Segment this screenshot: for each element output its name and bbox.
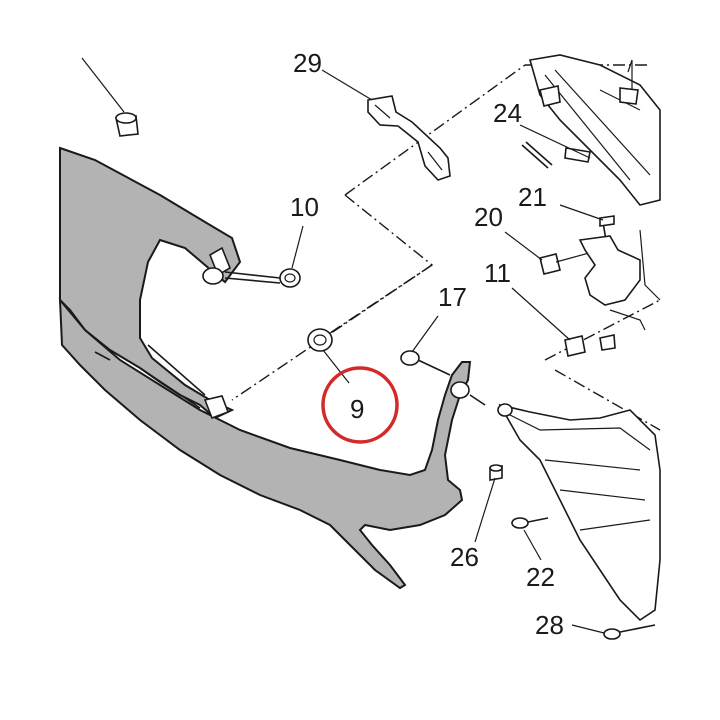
leader-lines [81,57,633,634]
part-28-screw [603,624,656,640]
part-9-grommet [307,328,333,352]
part-21-20-11-assembly [539,215,661,357]
part-22-screw [511,517,549,529]
part-26-grommet [489,464,503,481]
callout-labels: 29 24 21 20 11 10 17 9 26 22 28 [290,48,564,640]
lower-right-panel [497,403,661,622]
callout-26: 26 [450,542,479,572]
callout-24: 24 [493,98,522,128]
part-24 [521,141,591,169]
callout-22: 22 [526,562,555,592]
part-17-screw [400,350,451,376]
callout-21: 21 [518,182,547,212]
callout-17: 17 [438,282,467,312]
hook-grommet [450,381,486,406]
callout-28: 28 [535,610,564,640]
part-10-grommet [224,268,301,288]
callout-10: 10 [290,192,319,222]
frame-structure [528,54,661,206]
callout-20: 20 [474,202,503,232]
part-29-bracket [367,95,451,181]
side-fairing-panel [58,146,472,590]
callout-9: 9 [350,394,364,424]
assembly-lines [231,64,661,431]
callout-29: 29 [293,48,322,78]
highlight-circle [321,366,399,444]
part-top-left-bolt [115,112,139,137]
callout-11: 11 [484,258,511,288]
